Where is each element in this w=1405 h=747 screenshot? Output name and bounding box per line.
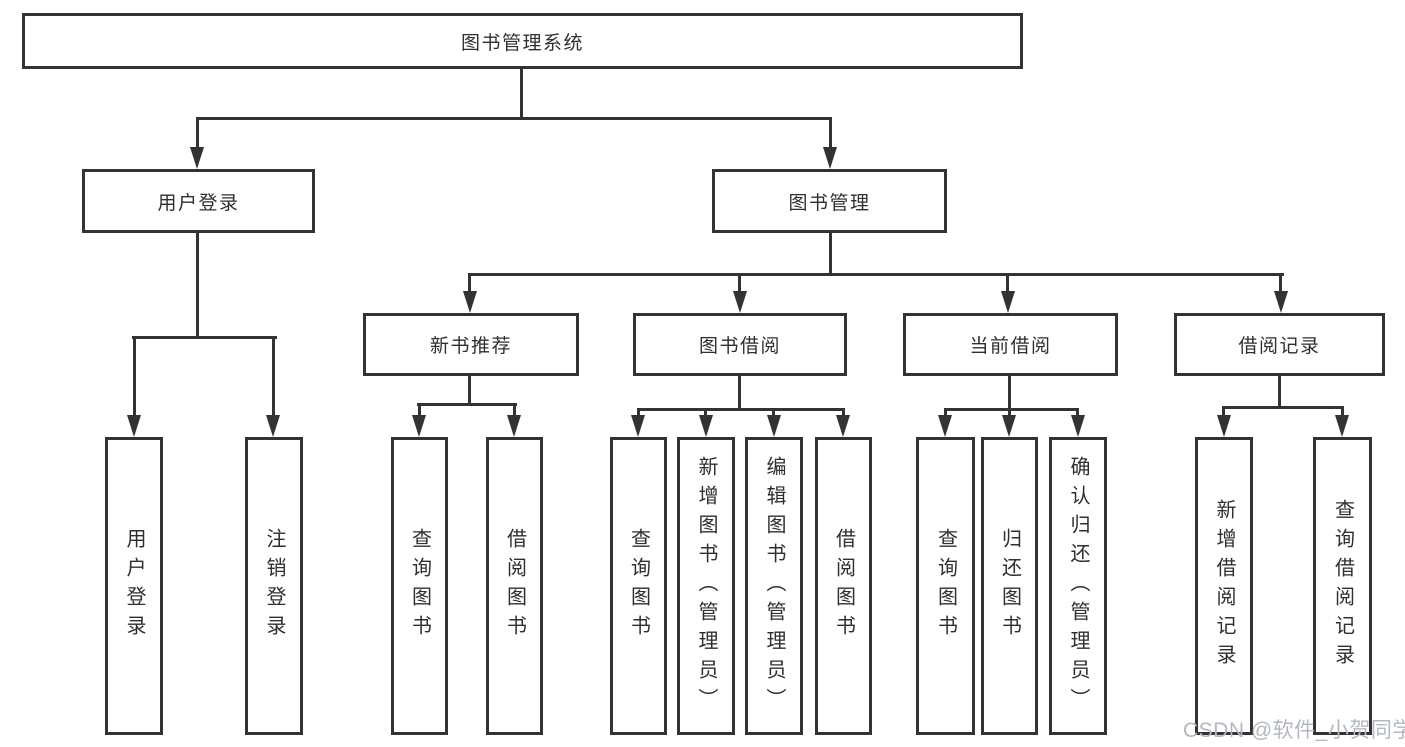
leaf-add-books-admin-label: 新增图书（管理员） — [695, 455, 717, 717]
node-user-login-label: 用户登录 — [157, 192, 240, 214]
leaf-query-books-2: 查询图书 — [610, 437, 667, 735]
connector-drop-leaf — [513, 403, 516, 418]
leaf-user-login: 用户登录 — [105, 437, 163, 735]
arrow-down-icon — [1274, 291, 1288, 313]
leaf-edit-books-admin: 编辑图书（管理员） — [745, 437, 803, 735]
node-book-management-label: 图书管理 — [788, 192, 871, 214]
connector-book-mgmt-stem — [829, 233, 832, 276]
connector-user-login-stem — [196, 233, 199, 338]
connector-root-stem — [520, 68, 523, 120]
leaf-borrow-books-2-label: 借阅图书 — [832, 528, 855, 644]
leaf-query-books-3-label: 查询图书 — [934, 528, 957, 644]
node-current-borrowing: 当前借阅 — [903, 313, 1118, 376]
connector-drop-leaf — [418, 403, 421, 418]
connector-new-books-bus — [417, 403, 517, 406]
leaf-borrow-books-1: 借阅图书 — [486, 437, 543, 735]
connector-drop-logout-leaf — [272, 336, 275, 417]
leaf-logout: 注销登录 — [245, 437, 303, 735]
connector-borrow-records-stem — [1278, 376, 1281, 409]
leaf-query-borrow-record: 查询借阅记录 — [1313, 437, 1372, 735]
arrow-down-icon — [1002, 415, 1016, 437]
arrow-down-icon — [1071, 415, 1085, 437]
connector-drop-leaf — [1341, 406, 1344, 420]
leaf-return-books-label: 归还图书 — [998, 528, 1021, 644]
leaf-edit-books-admin-label: 编辑图书（管理员） — [763, 455, 785, 717]
connector-drop-current-borrow — [1006, 273, 1009, 295]
csdn-watermark: CSDN @软件_小贺同学 — [1183, 719, 1405, 742]
connector-drop-leaf — [1222, 406, 1225, 420]
node-borrowing-records: 借阅记录 — [1174, 313, 1385, 376]
leaf-borrow-books-2: 借阅图书 — [815, 437, 872, 735]
arrow-down-icon — [266, 415, 280, 437]
arrow-down-icon — [938, 415, 952, 437]
connector-user-login-bus — [132, 336, 277, 339]
connector-drop-book-borrow — [738, 273, 741, 295]
connector-drop-leaf — [772, 408, 775, 420]
arrow-down-icon — [190, 147, 204, 169]
node-borrowing-records-label: 借阅记录 — [1238, 336, 1321, 357]
leaf-add-borrow-record: 新增借阅记录 — [1195, 437, 1253, 735]
connector-book-borrow-bus — [637, 408, 845, 411]
connector-level2-bus — [468, 273, 1284, 276]
arrow-down-icon — [507, 415, 521, 437]
connector-level1-bus — [196, 117, 832, 120]
node-user-login: 用户登录 — [82, 169, 315, 233]
leaf-confirm-return-admin: 确认归还（管理员） — [1049, 437, 1107, 735]
node-book-borrowing-label: 图书借阅 — [698, 336, 781, 357]
connector-drop-leaf — [944, 408, 947, 420]
arrow-down-icon — [412, 415, 426, 437]
connector-book-borrow-stem — [738, 376, 741, 411]
arrow-down-icon — [767, 415, 781, 437]
leaf-borrow-books-1-label: 借阅图书 — [503, 528, 526, 644]
arrow-down-icon — [836, 415, 850, 437]
node-root: 图书管理系统 — [22, 13, 1023, 69]
arrow-down-icon — [823, 147, 837, 169]
node-current-borrowing-label: 当前借阅 — [969, 336, 1052, 357]
connector-drop-new-books — [468, 273, 471, 295]
connector-drop-user-login — [196, 117, 199, 151]
connector-drop-login-leaf — [133, 336, 136, 417]
connector-current-borrow-bus — [944, 408, 1079, 411]
node-book-borrowing: 图书借阅 — [633, 313, 847, 376]
arrow-down-icon — [463, 291, 477, 313]
node-new-book-recommend-label: 新书推荐 — [429, 336, 512, 357]
arrow-down-icon — [1001, 291, 1015, 313]
leaf-add-books-admin: 新增图书（管理员） — [677, 437, 735, 735]
connector-drop-leaf — [842, 408, 845, 420]
leaf-confirm-return-admin-label: 确认归还（管理员） — [1067, 455, 1089, 717]
connector-drop-leaf — [1076, 408, 1079, 420]
arrow-down-icon — [631, 415, 645, 437]
leaf-add-borrow-record-label: 新增借阅记录 — [1213, 499, 1235, 673]
connector-drop-leaf — [637, 408, 640, 420]
arrow-down-icon — [699, 415, 713, 437]
leaf-query-books-1: 查询图书 — [391, 437, 448, 735]
leaf-user-login-label: 用户登录 — [123, 528, 145, 644]
connector-drop-borrow-records — [1279, 273, 1282, 295]
arrow-down-icon — [1335, 415, 1349, 437]
leaf-query-books-3: 查询图书 — [916, 437, 975, 735]
leaf-query-books-2-label: 查询图书 — [627, 528, 650, 644]
node-new-book-recommend: 新书推荐 — [363, 313, 579, 376]
leaf-return-books: 归还图书 — [981, 437, 1038, 735]
leaf-query-borrow-record-label: 查询借阅记录 — [1331, 499, 1354, 673]
connector-drop-leaf — [1008, 408, 1011, 420]
connector-new-books-stem — [468, 376, 471, 406]
leaf-query-books-1-label: 查询图书 — [408, 528, 431, 644]
connector-drop-book-mgmt — [829, 117, 832, 151]
connector-drop-leaf — [704, 408, 707, 420]
node-root-label: 图书管理系统 — [460, 32, 584, 54]
node-book-management: 图书管理 — [712, 169, 947, 233]
arrow-down-icon — [1217, 415, 1231, 437]
arrow-down-icon — [733, 291, 747, 313]
leaf-logout-label: 注销登录 — [263, 528, 285, 644]
arrow-down-icon — [127, 415, 141, 437]
connector-borrow-records-bus — [1222, 406, 1344, 409]
connector-current-borrow-stem — [1008, 376, 1011, 411]
